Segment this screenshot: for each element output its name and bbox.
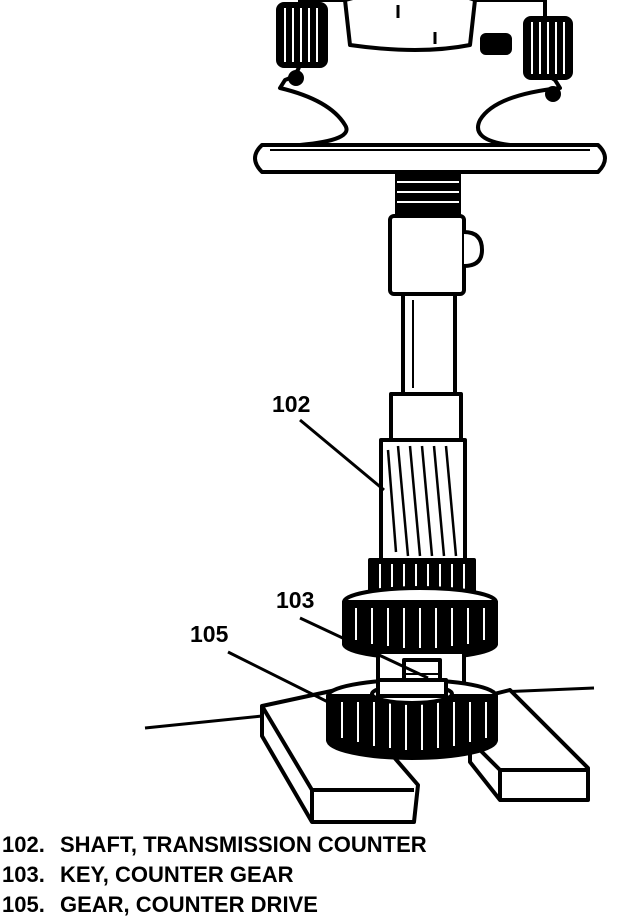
support-blocks	[144, 686, 595, 824]
press-assembly	[253, 0, 607, 174]
leader-102	[299, 418, 385, 492]
legend-number: 103.	[2, 862, 45, 887]
leader-103	[299, 616, 429, 680]
parts-legend: 102. SHAFT, TRANSMISSION COUNTER 103. KEY,…	[2, 830, 622, 920]
legend-item-103: 103. KEY, COUNTER GEAR	[2, 860, 622, 890]
legend-item-105: 105. GEAR, COUNTER DRIVE	[2, 890, 622, 920]
legend-text: GEAR, COUNTER DRIVE	[60, 892, 318, 917]
legend-text: SHAFT, TRANSMISSION COUNTER	[60, 832, 427, 857]
leader-105	[227, 650, 337, 708]
callout-103: 103	[276, 587, 314, 613]
shaft-assembly	[342, 170, 498, 696]
callout-105: 105	[190, 621, 229, 647]
callout-102: 102	[272, 391, 310, 417]
leader-lines	[227, 418, 429, 708]
legend-number: 105.	[2, 892, 45, 917]
legend-text: KEY, COUNTER GEAR	[60, 862, 294, 887]
legend-item-102: 102. SHAFT, TRANSMISSION COUNTER	[2, 830, 622, 860]
legend-number: 102.	[2, 832, 45, 857]
counter-drive-gear	[326, 678, 498, 760]
